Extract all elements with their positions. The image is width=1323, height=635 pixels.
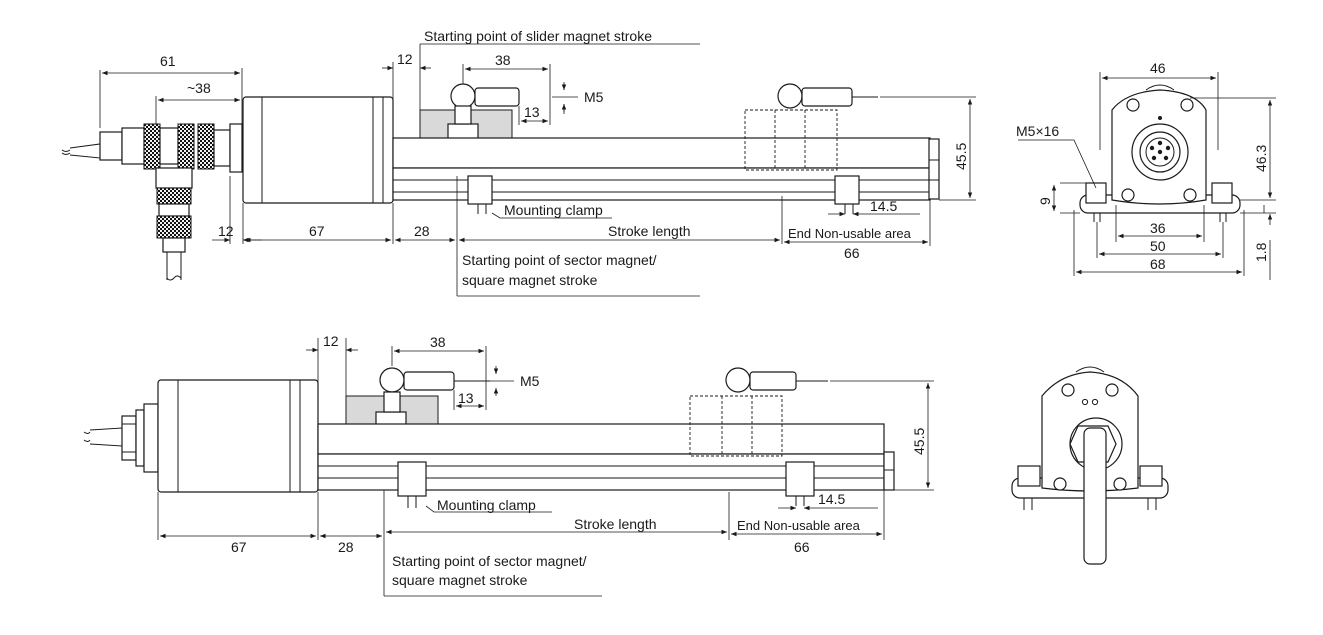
top-motor-housing — [242, 96, 394, 204]
bottom-sector-start-label-2: square magnet stroke — [392, 572, 528, 588]
top-rail — [392, 137, 931, 169]
slider-start-label: Starting point of slider magnet stroke — [424, 28, 652, 44]
top-clamp-left — [467, 175, 493, 205]
dim-1-8: 1.8 — [1253, 242, 1269, 262]
dim-13: 13 — [524, 104, 540, 120]
dim-12-top: 12 — [397, 51, 413, 67]
sector-start-label-2: square magnet stroke — [462, 272, 598, 288]
bottom-clamp-right — [785, 461, 815, 497]
m5-label-bottom: M5 — [520, 373, 540, 389]
top-connector — [61, 123, 243, 281]
m5-label-top: M5 — [584, 89, 604, 105]
dim-66: 66 — [844, 245, 860, 261]
bottom-dim-67: 67 — [231, 539, 247, 555]
bottom-mounting-clamp-label: Mounting clamp — [437, 497, 536, 513]
dim-68: 68 — [1150, 256, 1166, 272]
dim-61: 61 — [160, 53, 176, 69]
bottom-dim-38: 38 — [430, 334, 446, 350]
bottom-clamp-left — [397, 461, 427, 497]
dim-67: 67 — [309, 223, 325, 239]
top-end-view: 46 46.3 1.8 9 36 50 68 M5×16 — [1016, 60, 1276, 280]
dim-12-bottom: 12 — [218, 223, 234, 239]
dim-38: 38 — [495, 52, 511, 68]
dim-36: 36 — [1150, 220, 1166, 236]
sector-start-label-1: Starting point of sector magnet/ — [462, 252, 657, 268]
m5x16-label: M5×16 — [1016, 123, 1059, 139]
bottom-side-view: 12 38 13 M5 45.5 14.5 Mounting clamp 67 … — [83, 333, 934, 597]
bottom-sector-start-label-1: Starting point of sector magnet/ — [392, 553, 587, 569]
dim-38-approx: ~38 — [187, 80, 211, 96]
dim-45-5-top: 45.5 — [953, 143, 969, 170]
bottom-end-non-usable-label: End Non-usable area — [737, 518, 861, 533]
dim-46: 46 — [1150, 60, 1166, 76]
bottom-dim-28: 28 — [338, 539, 354, 555]
bottom-stroke-length-label: Stroke length — [574, 516, 657, 532]
bottom-dim-13: 13 — [458, 390, 474, 406]
bottom-rail — [317, 423, 885, 455]
bottom-dim-66: 66 — [794, 539, 810, 555]
mounting-clamp-label: Mounting clamp — [504, 202, 603, 218]
bottom-end-view — [1011, 366, 1169, 565]
dim-46-3: 46.3 — [1253, 145, 1269, 172]
dim-28: 28 — [414, 223, 430, 239]
top-side-view: 61 ~38 12 67 28 Stroke length End Non-us… — [61, 28, 976, 297]
bottom-dim-12: 12 — [323, 333, 339, 349]
dim-50: 50 — [1150, 238, 1166, 254]
bottom-dim-14-5: 14.5 — [818, 491, 845, 507]
bottom-dim-45-5: 45.5 — [911, 428, 927, 455]
dim-9: 9 — [1037, 197, 1053, 205]
top-clamp-right — [834, 175, 860, 205]
stroke-length-label: Stroke length — [608, 223, 691, 239]
bottom-motor-housing — [157, 379, 319, 493]
end-non-usable-label: End Non-usable area — [788, 226, 912, 241]
dim-14-5: 14.5 — [870, 198, 897, 214]
